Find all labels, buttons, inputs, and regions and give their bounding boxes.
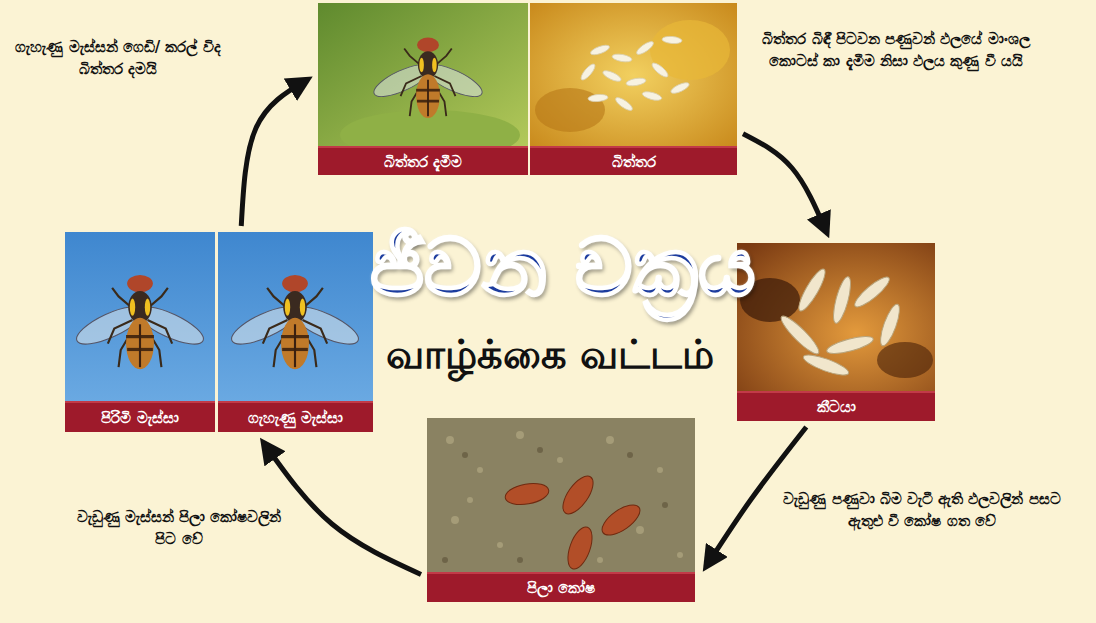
larvae [777, 266, 903, 379]
egg-laying-photo [318, 3, 528, 160]
female-fly [370, 38, 486, 118]
blue-background [218, 232, 373, 402]
rotting-fruit [737, 243, 935, 393]
stage-photo-box: ගැහැණු මැස්සා [218, 232, 373, 432]
stage-photo-box: පිලා කෝෂ [427, 418, 695, 602]
eggs-photo [530, 3, 737, 148]
stage-photo-box: බිත්තර [530, 3, 737, 175]
stage-label: පිරිමි මැස්සා [101, 409, 178, 427]
stage-label: පිලා කෝෂ [527, 579, 595, 597]
pupae [504, 471, 645, 572]
stage-label-bar: කීටයා [737, 391, 935, 421]
egg-cluster [579, 36, 691, 113]
soil-grains [446, 431, 683, 563]
cycle-arrow [241, 80, 306, 226]
male-fly-photo [65, 232, 215, 402]
stage-label-bar: බිත්තර [530, 146, 737, 175]
female-fly [227, 275, 363, 369]
stage-photo-box: බිත්තර දැමීම [318, 3, 528, 175]
stage-photo-box: කීටයා [737, 243, 935, 421]
cycle-arrow [743, 134, 826, 231]
stage-label: බිත්තර [612, 153, 656, 171]
male-fly [72, 275, 208, 369]
blue-background [65, 232, 215, 402]
female-fly-photo [218, 232, 373, 402]
step-description: වැඩුණු මැස්සන් පිලා කෝෂවලින් පිට වේ [68, 506, 290, 552]
stage-label: බිත්තර දැමීම [384, 153, 462, 171]
stage-label-bar: බිත්තර දැමීම [318, 146, 528, 175]
stage-label: ගැහැණු මැස්සා [248, 409, 343, 427]
stage-label-bar: ගැහැණු මැස්සා [218, 401, 373, 432]
soil [427, 418, 695, 575]
stage-label-bar: පිලා කෝෂ [427, 572, 695, 602]
stage-photo-box: පිරිමි මැස්සා [65, 232, 215, 432]
stage-label-bar: පිරිමි මැස්සා [65, 401, 215, 432]
diagram-title: ජීවන චක්‍රය [370, 222, 730, 314]
stage-label: කීටයා [817, 398, 856, 416]
step-description: වැඩුණු පණුවා බිම වැටී ඇති ඵලවලින් පසට ඇත… [772, 488, 1072, 534]
step-description: බිත්තර බිඳී පිටවන පණුවන් ඵලයේ මාංශල කොටස… [746, 28, 1046, 74]
subtitle-text: வாழ்க்கை வட்டம் [370, 330, 730, 378]
fruit-flesh [530, 3, 737, 148]
pupa-photo [427, 418, 695, 575]
soil-shadow [442, 447, 668, 563]
step-description: ගැහැණු මැස්සන් ගෙඩි/ කරල් විද බිත්තර දමය… [4, 36, 232, 82]
larva-photo [737, 243, 935, 393]
